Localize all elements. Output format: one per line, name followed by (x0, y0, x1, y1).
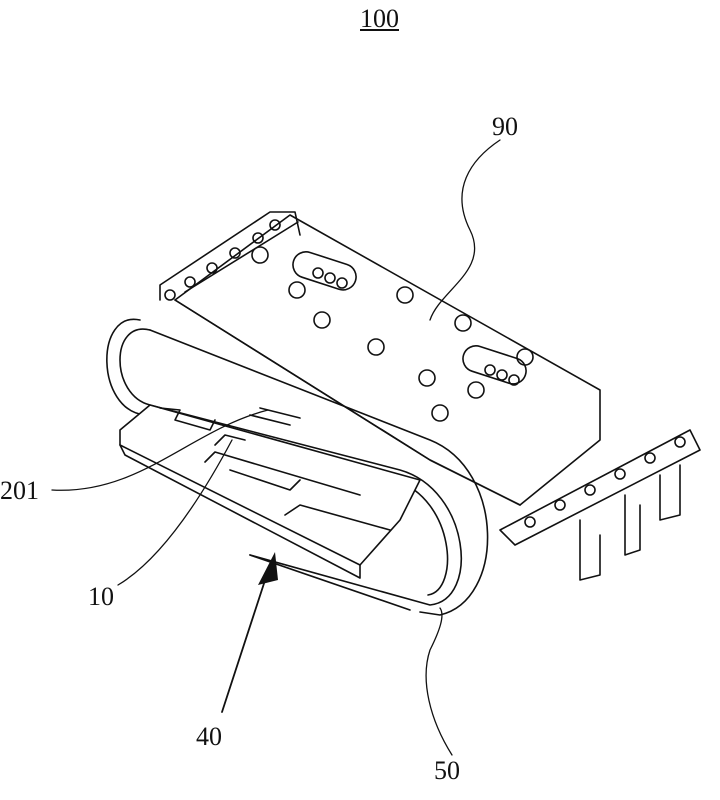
leader-10 (117, 439, 233, 586)
tongue (119, 404, 421, 579)
label-201: 201 (0, 476, 39, 505)
side-flange-left (159, 211, 301, 301)
label-40: 40 (196, 722, 222, 751)
leader-90 (429, 139, 501, 321)
label-90: 90 (492, 112, 518, 141)
top-shell (174, 214, 601, 506)
arrow-40-shaft (221, 564, 271, 713)
label-50: 50 (434, 756, 460, 785)
side-flange-right (499, 429, 701, 581)
leader-201 (51, 409, 269, 491)
leader-lines (51, 139, 501, 756)
figure-number: 100 (360, 4, 399, 33)
leader-50 (425, 607, 453, 756)
arrow-40-head (258, 552, 278, 585)
shell-holes (251, 246, 534, 422)
label-10: 10 (88, 582, 114, 611)
